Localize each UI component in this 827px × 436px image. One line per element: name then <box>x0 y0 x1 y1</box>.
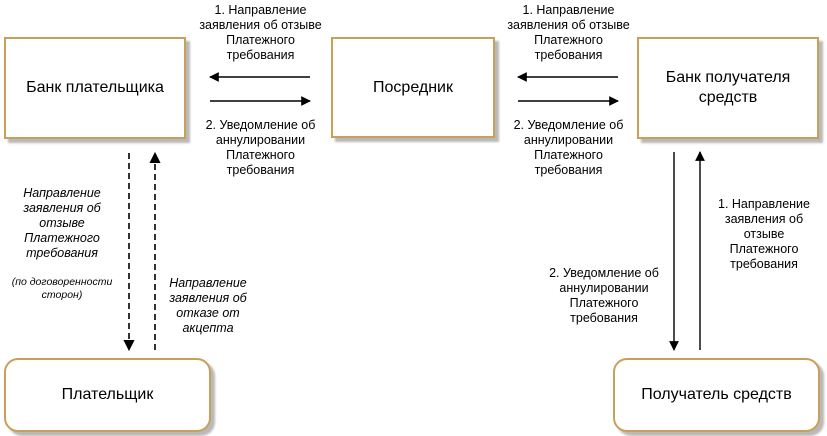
label-payer-withdraw: Направление заявления об отзыве Платежно… <box>2 171 122 317</box>
label-payer-withdraw-main: Направление заявления об отзыве Платежно… <box>23 186 101 260</box>
label-cancel-bottom-right: 2. Уведомление об аннулировании Платежно… <box>513 118 624 177</box>
label-withdraw-top-left: 1. Направление заявления об отзыве Плате… <box>199 3 322 62</box>
label-cancel-bottom-left: 2. Уведомление об аннулировании Платежно… <box>205 118 316 177</box>
label-refusal-accept: Направление заявления об отказе от акцеп… <box>169 276 247 335</box>
label-recipient-cancel: 2. Уведомление об аннулировании Платежно… <box>549 266 659 325</box>
payer-label: Плательщик <box>61 386 154 403</box>
recipient-box: Получатель средств <box>613 358 820 432</box>
label-withdraw-top-right: 1. Направление заявления об отзыве Плате… <box>507 3 630 62</box>
recipient-bank-label: Банк получателя средств <box>665 69 791 106</box>
payer-bank-box: Банк плательщика <box>4 37 186 139</box>
intermediary-box: Посредник <box>331 37 495 138</box>
payer-box: Плательщик <box>4 358 211 432</box>
intermediary-label: Посредник <box>373 78 453 96</box>
recipient-label: Получатель средств <box>641 386 792 403</box>
label-recipient-withdraw: 1. Направление заявления об отзыве Плате… <box>718 197 810 271</box>
recipient-bank-box: Банк получателя средств <box>637 37 819 139</box>
label-payer-withdraw-note: (по договоренности сторон) <box>11 276 113 301</box>
payer-bank-label: Банк плательщика <box>26 79 164 96</box>
